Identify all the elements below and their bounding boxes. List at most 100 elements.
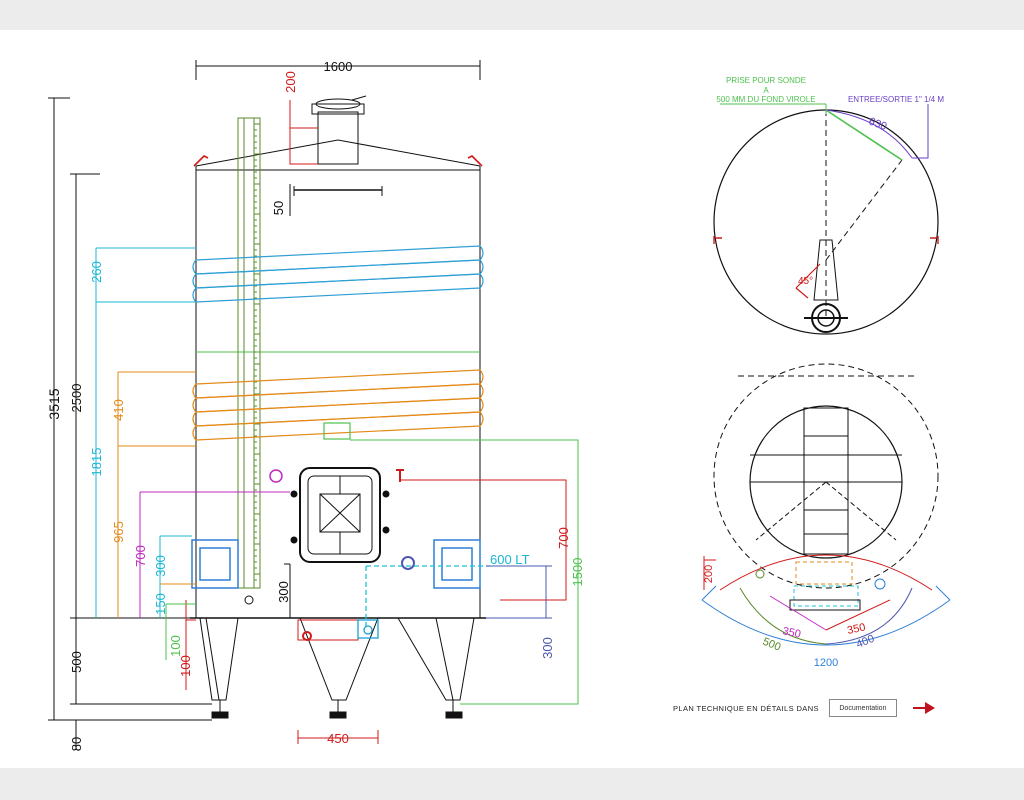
tank-roof [195,139,481,167]
dimension-lines-cyan [95,247,196,618]
bottom-dim-1200-label: 1200 [814,657,838,669]
footer-text: PLAN TECHNIQUE EN DÉTAILS DANS [673,703,819,713]
bottom-view-dim-1200-right [935,585,951,601]
bottom-view-outer [713,363,939,589]
dim-tap-right-label: 700 [556,527,571,549]
dimension-lines-magenta [139,491,290,618]
bottom-view-valve-right [874,578,886,590]
door-window-diag2 [319,493,361,533]
pipe-elbow [357,619,379,639]
dim-body-label: 2500 [69,384,84,413]
door-lock-top [382,490,390,498]
bottom-view-dim-400-line [825,587,913,645]
top-manhole-lid [311,103,365,115]
bottom-view-valve-left [755,569,765,579]
top-view-angle-label: 45° [798,276,813,287]
dimension-lines-slate [486,565,552,619]
lifting-hook-right [467,155,483,167]
bottom-view-dim-350-left-line [769,595,827,631]
bottom-view-dim-200-line [703,556,716,590]
bottom-outlet-valve [302,631,312,641]
thermometer-icon [269,469,283,483]
bottom-cooling-jacket [192,369,484,441]
bottom-view-leg-dashed [825,481,897,541]
dim-tap-level-label: 300 [153,555,168,577]
door-hinge-bottom [290,536,298,544]
dim-bottom-jacket-label: 410 [111,399,126,421]
top-view-arc-label: 630 [867,116,888,134]
pipe-valve [363,625,373,635]
dim-tap-right-line [400,479,567,601]
top-view-angle-arc [795,263,821,299]
bottom-jacket-band-4 [192,411,484,441]
dim-lid-label: 200 [283,71,298,93]
dim-door-label: 700 [133,545,148,567]
level-gauge-tube [237,117,261,589]
bottom-jacket-band-3 [192,397,484,427]
foot-center [329,711,347,719]
dim-lid-line [289,100,318,165]
bottom-dim-350-left-label: 350 [781,625,801,641]
top-view [713,103,939,335]
dimension-lines-red [185,100,567,744]
pump-icon [401,556,415,570]
dim-outlet-label: 300 [276,581,291,603]
top-jacket-band-3 [192,273,484,303]
lifting-hook-left [193,155,209,167]
side-door [299,467,381,563]
top-view-hook-left [713,236,722,244]
bottom-view-manifold [789,599,861,611]
dim-leg-b-label: 100 [178,655,193,677]
tank-front-view [190,95,486,719]
leg-center [299,617,379,701]
dimension-labels: 1600 200 50 3515 2500 500 80 260 1815 41… [46,59,585,751]
top-view-hook-right [930,236,939,244]
bottom-dim-200-label: 200 [703,565,715,583]
bottom-view-pipe-box [793,585,859,607]
side-valve-boxes [191,539,481,589]
top-view-dim-arc [825,109,913,159]
bottom-dim-400-label: 400 [855,633,877,651]
top-view-inlet-arm [813,239,839,301]
bottom-view-labels: 200 350 350 500 400 1200 [703,565,876,669]
leg-left-brace [205,617,220,701]
level-sensor-box [323,422,351,440]
valve-box-left [191,539,239,589]
top-jacket-band-2 [192,259,484,289]
bottom-view-dim-1200-line [701,599,951,646]
dim-cooling-label: 1815 [89,448,104,477]
leg-right-brace [435,617,454,701]
dim-leg-spacing-label: 450 [327,731,349,746]
door-hinge-top [290,490,298,498]
valve-box-right [433,539,481,589]
inlet-label: ENTREE/SORTIE 1" 1/4 M [848,95,944,104]
bottom-view-arc-red [719,554,933,591]
foot-right [445,711,463,719]
top-view-labels: PRISE POUR SONDE A 500 MM DU FOND VIROLE… [716,76,944,287]
level-gauge [237,117,261,605]
lid-handle [351,95,367,101]
dim-rail-label: 50 [271,201,286,215]
door-lock-bottom [382,526,390,534]
documentation-button[interactable]: Documentation [828,699,897,717]
dim-legs-label: 500 [69,651,84,673]
bottom-view-leg-dashed-2 [755,481,827,541]
cyan-piping [357,565,490,639]
bottom-view-frame-vertical [803,407,849,555]
arrow-right-icon[interactable] [912,702,937,714]
dim-low-tap-label: 150 [153,593,168,615]
volume-label: 600 LT [490,552,530,567]
dim-width-label: 1600 [324,59,353,74]
bottom-jacket-band-2 [192,383,484,413]
level-gauge-valve [244,595,254,605]
top-jacket-band-1 [192,245,484,275]
drawing-sheet [0,30,1024,768]
dimension-lines-black [48,60,481,750]
top-view-inlet-leader [912,104,929,159]
top-cooling-jacket [192,245,484,303]
dimension-lines-orange [117,371,196,618]
dim-side-tap-label: 300 [540,637,555,659]
leg-left [199,617,239,701]
probe-label-line1: PRISE POUR SONDE [726,76,806,85]
